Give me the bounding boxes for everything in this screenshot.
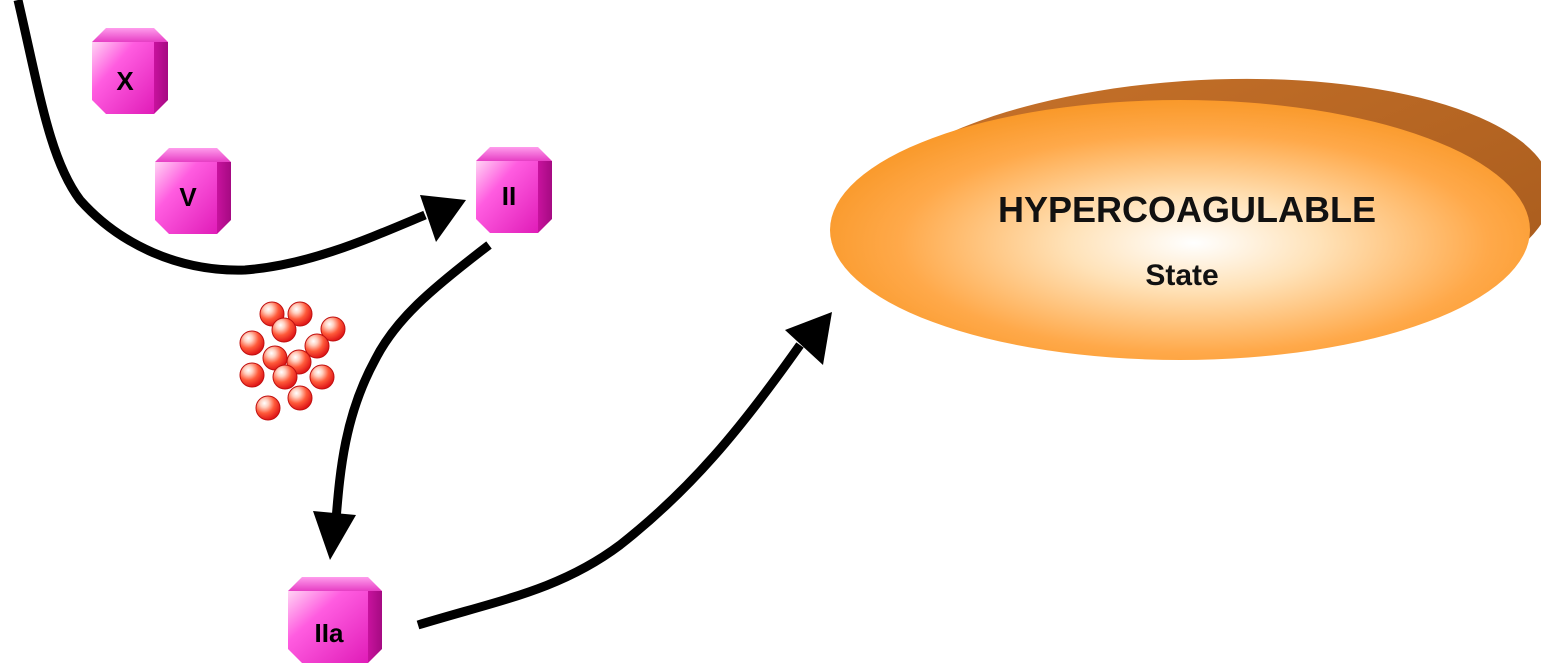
hypercoagulable-state-disk: HYPERCOAGULABLE State — [830, 78, 1541, 360]
disk-face — [830, 100, 1530, 360]
particle — [239, 330, 265, 356]
state-subtitle: State — [1145, 259, 1218, 292]
particle — [320, 316, 346, 342]
particle — [287, 301, 313, 327]
particle — [255, 395, 281, 421]
factor-x-label: X — [116, 66, 134, 96]
particle — [304, 333, 330, 359]
arrow-to-ii — [13, 0, 466, 275]
arrow-ii-to-iia — [313, 241, 492, 560]
octagonal-block-icon — [476, 147, 552, 233]
octagonal-block-icon — [288, 577, 382, 663]
platelet-cluster-icon — [239, 301, 346, 421]
arrow-iia-to-state — [416, 312, 832, 630]
particle — [309, 364, 335, 390]
factor-iia-label: IIa — [315, 618, 344, 648]
factor-x-block: X — [92, 28, 168, 114]
particle — [272, 364, 298, 390]
state-title: HYPERCOAGULABLE — [998, 189, 1376, 230]
particle — [271, 317, 297, 343]
octagonal-block-icon — [92, 28, 168, 114]
factor-v-block: V — [155, 148, 231, 234]
particle — [239, 362, 265, 388]
factor-ii-label: II — [502, 181, 516, 211]
factor-v-label: V — [179, 182, 197, 212]
particle — [287, 385, 313, 411]
factor-iia-block: IIa — [288, 577, 382, 663]
factor-ii-block: II — [476, 147, 552, 233]
octagonal-block-icon — [155, 148, 231, 234]
